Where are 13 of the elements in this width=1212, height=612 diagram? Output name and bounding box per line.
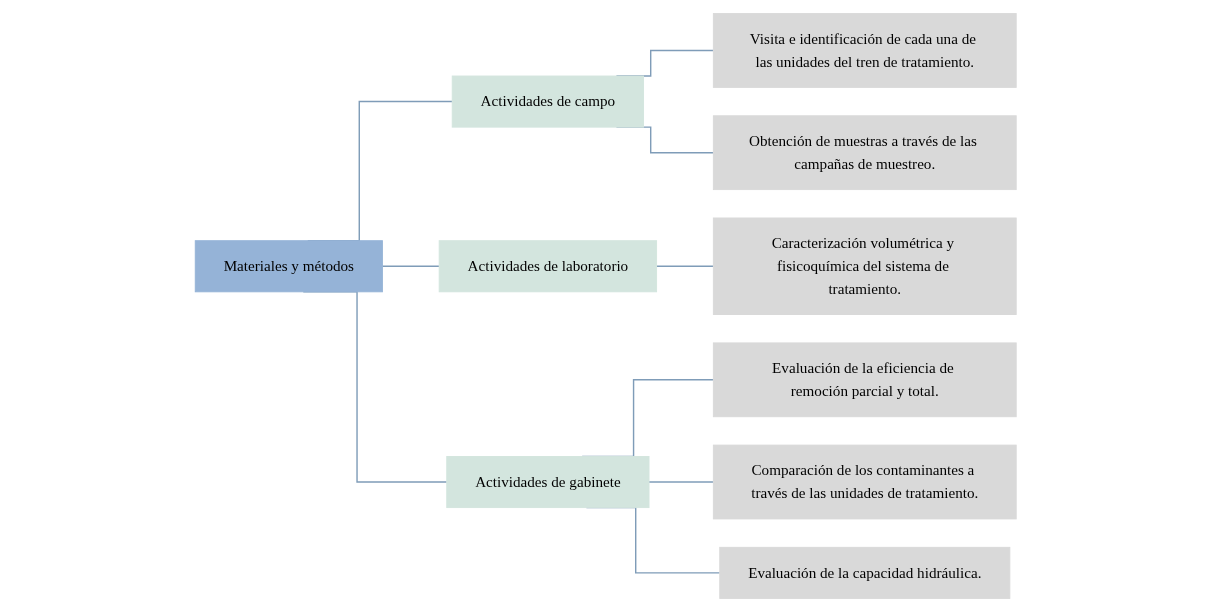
node-box: Actividades de laboratorio [438,240,658,293]
connector [656,265,715,267]
node-box: Evaluación de la capacidad hidráulica. [719,546,1011,599]
node-box: Obtención de muestras a través de las campañas de muestreo. [713,115,1017,191]
node-box: Materiales y métodos [195,240,384,293]
node-box: Evaluación de la eficiencia de remoción parcial y total. [713,342,1017,418]
node-box: Comparación de los contaminantes a través de las unidades de tratamiento. [713,444,1017,520]
node-box: Actividades de gabinete [446,456,650,509]
connector [381,265,441,267]
node-box: Visita e identificación de cada una de las unidades del tren de tratamiento. [713,13,1017,88]
connector [648,481,715,483]
node-box: Actividades de campo [452,75,645,128]
node-box: Caracterización volumétrica y fisicoquímica del sistema de tratamiento. [713,217,1017,315]
